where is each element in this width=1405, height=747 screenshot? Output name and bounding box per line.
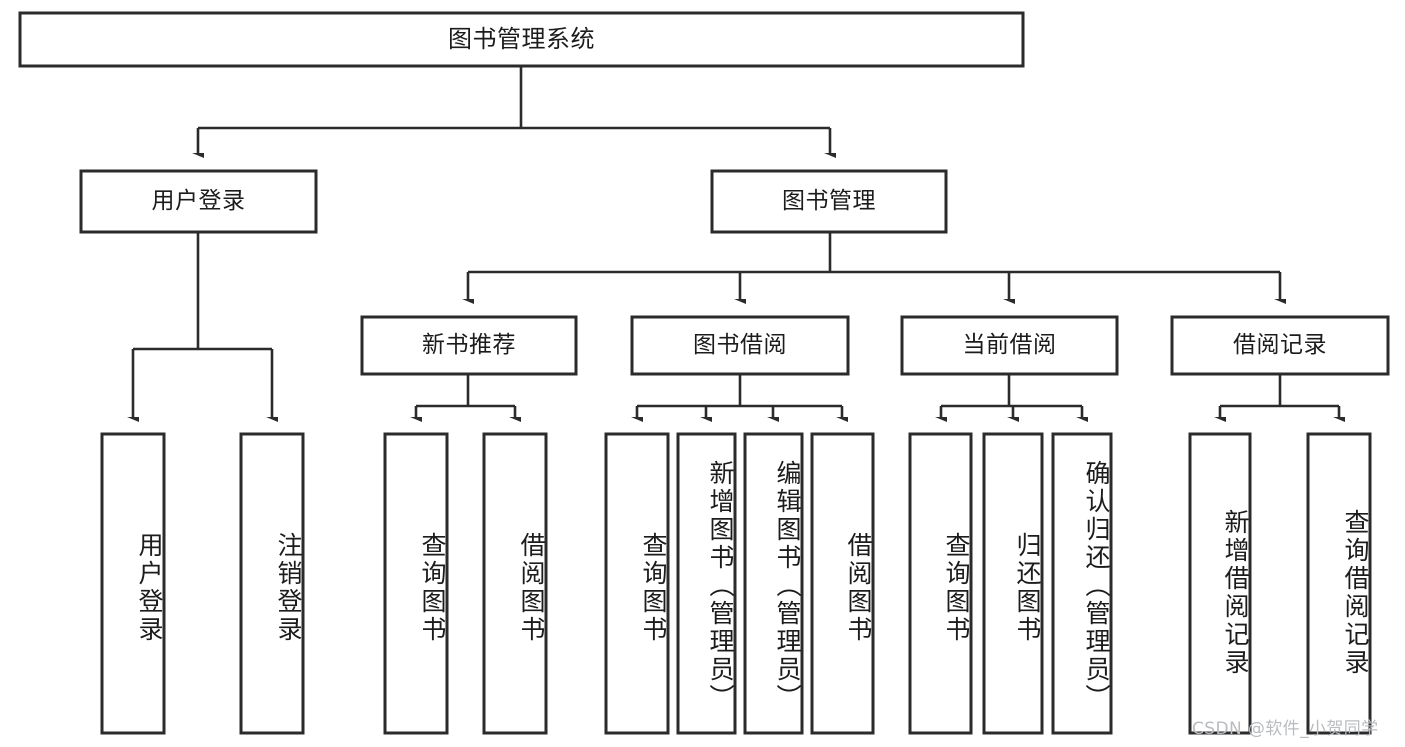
node-box-book-borrow[interactable] (632, 317, 848, 374)
node-box-leaf-query-book-2[interactable] (606, 434, 668, 733)
node-box-leaf-edit-book[interactable] (745, 434, 802, 733)
connector-current-borrow-to-leaves (941, 374, 1082, 418)
node-box-root[interactable] (20, 13, 1023, 66)
node-box-leaf-query-book-1[interactable] (385, 434, 447, 733)
connector-root-to-level1 (198, 66, 830, 154)
node-box-borrow-record[interactable] (1172, 317, 1388, 374)
node-box-leaf-user-login[interactable] (102, 434, 164, 733)
connector-book-borrow-to-leaves (637, 374, 842, 418)
connector-new-book-recommend-to-leaves (416, 374, 515, 418)
node-box-leaf-add-record[interactable] (1190, 434, 1250, 733)
node-box-leaf-return-book[interactable] (984, 434, 1042, 733)
node-box-leaf-query-record[interactable] (1308, 434, 1370, 733)
node-box-user-login[interactable] (81, 171, 316, 232)
node-box-leaf-add-book[interactable] (678, 434, 735, 733)
node-box-leaf-borrow-book-1[interactable] (484, 434, 546, 733)
node-box-leaf-borrow-book-2[interactable] (812, 434, 873, 733)
connector-book-manage-to-level2 (468, 232, 1280, 300)
node-box-leaf-confirm-return[interactable] (1053, 434, 1111, 733)
node-box-leaf-user-logout[interactable] (241, 434, 303, 733)
connector-user-login-to-leaves (133, 232, 272, 418)
node-box-leaf-query-book-3[interactable] (910, 434, 971, 733)
node-box-new-book-recommend[interactable] (362, 317, 576, 374)
node-box-book-manage[interactable] (712, 171, 946, 232)
connector-borrow-record-to-leaves (1220, 374, 1339, 418)
node-box-current-borrow[interactable] (902, 317, 1117, 374)
